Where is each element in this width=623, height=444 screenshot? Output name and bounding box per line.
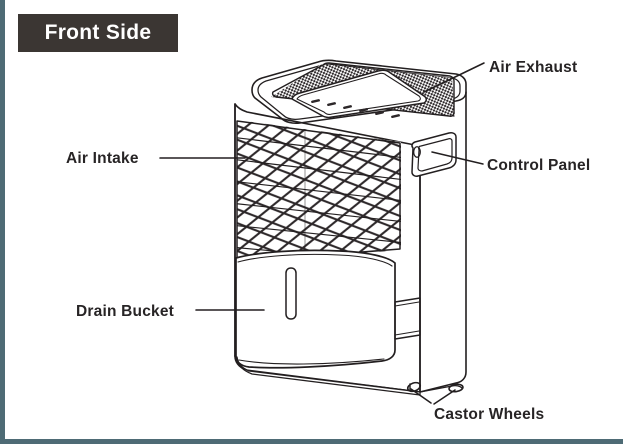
leader-castor-wheels [410,388,456,405]
control-panel-keys [311,99,400,119]
bottom-edge-accent [0,439,623,444]
drain-bucket-panel [235,249,421,369]
badge-label: Front Side [44,21,152,44]
castor-wheel-left [448,383,464,393]
leader-lines [159,62,485,405]
left-edge-accent [0,0,5,444]
callout-castor-wheels: Castor Wheels [434,406,545,423]
castor-wheel-right [406,381,422,393]
control-panel-inset [291,69,427,119]
callout-drain-bucket: Drain Bucket [76,303,175,320]
callout-air-intake: Air Intake [66,150,139,167]
callout-control-panel: Control Panel [487,157,591,174]
side-handle [411,132,457,177]
leader-control-panel [431,151,484,165]
front-intake-grille [236,120,401,263]
leader-air-exhaust [423,62,485,93]
callout-air-exhaust: Air Exhaust [489,59,578,76]
base-and-wheels [235,356,464,396]
front-side-badge: Front Side [18,14,178,52]
